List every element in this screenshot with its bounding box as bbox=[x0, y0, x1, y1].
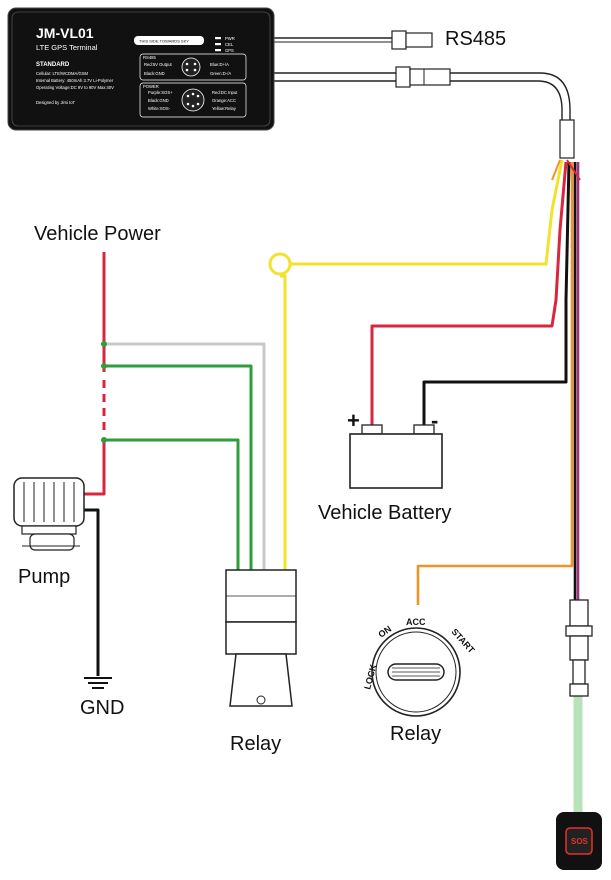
power-inline-connector bbox=[395, 66, 451, 88]
vehicle-battery-label: Vehicle Battery bbox=[318, 502, 451, 524]
vehicle-power-label: Vehicle Power bbox=[34, 223, 161, 245]
ignition-switch-icon bbox=[371, 627, 461, 717]
power-pin-3: Black:GND bbox=[148, 98, 169, 103]
rs485-box-title: RS485 bbox=[143, 55, 156, 60]
rs485-pin-4: Green:D-/A bbox=[210, 71, 231, 76]
battery-plus-label: + bbox=[347, 408, 360, 433]
sos-connector bbox=[565, 599, 593, 697]
relay-right-label: Relay bbox=[390, 723, 441, 745]
wire-green-relay-1 bbox=[104, 364, 253, 570]
relay-icon bbox=[225, 569, 297, 707]
sos-button-label: SOS bbox=[571, 837, 589, 846]
power-pin-5: White:SOS- bbox=[148, 106, 171, 111]
wire-gray-relay bbox=[104, 342, 266, 570]
rs485-label: RS485 bbox=[445, 28, 506, 50]
junction-dot-3 bbox=[101, 437, 107, 443]
power-port-box: POWER Purple:SOS+ Red:DC Input Black:GND… bbox=[139, 82, 247, 118]
led-indicators: PWR CEL GPS bbox=[215, 36, 235, 53]
power-pin-4: Orange:ACC bbox=[212, 98, 236, 103]
junction-dot-2 bbox=[101, 363, 107, 369]
power-pin-6: Yellow:Relay bbox=[212, 106, 237, 111]
relay-left-label: Relay bbox=[230, 733, 281, 755]
wire-black-battery bbox=[422, 161, 571, 425]
orientation-banner bbox=[134, 36, 204, 45]
rs485-pin-3: Black:GND bbox=[144, 71, 165, 76]
gnd-label: GND bbox=[80, 697, 124, 719]
power-pin-2: Red:DC Input bbox=[212, 90, 238, 95]
led-cel-label: CEL bbox=[225, 42, 234, 47]
battery-minus-label: - bbox=[431, 408, 438, 433]
wire-orange-harness bbox=[551, 159, 561, 181]
led-pwr-label: PWR bbox=[225, 36, 235, 41]
battery-icon bbox=[349, 424, 443, 489]
rs485-port-box: RS485 Red:5V Output Blue:D+/A Black:GND … bbox=[139, 53, 247, 81]
ignition-acc-label: ACC bbox=[406, 617, 426, 627]
wire-red-battery bbox=[370, 161, 568, 425]
wire-yellow-fan bbox=[290, 159, 564, 266]
device-spec-line-2: Internal Battery: 450mAh 3.7V Li-Polymer bbox=[36, 78, 114, 83]
device-spec-heading: STANDARD bbox=[36, 62, 70, 68]
gps-tracker: JM-VL01 LTE GPS Terminal STANDARD Cellul… bbox=[7, 7, 275, 131]
rs485-connector bbox=[391, 30, 433, 50]
power-harness bbox=[272, 72, 571, 158]
wire-green-relay-2 bbox=[104, 438, 240, 570]
rs485-pin-2: Blue:D+/A bbox=[210, 62, 229, 67]
rs485-port-icon bbox=[181, 57, 201, 77]
junction-dot-1 bbox=[101, 341, 107, 347]
device-model: JM-VL01 bbox=[36, 25, 94, 41]
power-harness-inner bbox=[272, 80, 563, 158]
power-port-icon bbox=[181, 88, 205, 112]
device-spec-line-1: Cellular: LTE/WCDMA/GSM bbox=[36, 71, 89, 76]
pump-icon bbox=[13, 477, 85, 551]
wire-red-harness bbox=[566, 159, 581, 181]
wires bbox=[82, 37, 583, 812]
ground-symbol-icon bbox=[84, 677, 112, 689]
wire-pump-ground bbox=[82, 508, 100, 676]
power-pin-1: Purple:SOS+ bbox=[148, 90, 173, 95]
led-gps-icon bbox=[215, 49, 221, 52]
orientation-text: THIS SIDE TOWARDS SKY bbox=[139, 39, 189, 44]
led-cel-icon bbox=[215, 43, 221, 46]
power-box-title: POWER bbox=[143, 84, 159, 89]
device-spec-line-3: Operating Voltage:DC 9V to 90V Max:40V bbox=[36, 85, 114, 90]
wire-yellow-relay bbox=[280, 274, 287, 570]
harness-sleeve bbox=[559, 119, 575, 159]
device-subtitle: LTE GPS Terminal bbox=[36, 43, 98, 52]
sos-button[interactable]: SOS bbox=[556, 812, 602, 870]
device-designer: Designed by Jimi IoT bbox=[36, 100, 76, 105]
pump-label: Pump bbox=[18, 566, 70, 588]
wire-pump-power bbox=[82, 440, 106, 496]
led-pwr-icon bbox=[215, 37, 221, 40]
led-gps-label: GPS bbox=[225, 48, 234, 53]
rs485-pin-1: Red:5V Output bbox=[144, 62, 173, 67]
yellow-splice-ring bbox=[268, 252, 292, 276]
wire-orange-acc bbox=[416, 162, 574, 605]
